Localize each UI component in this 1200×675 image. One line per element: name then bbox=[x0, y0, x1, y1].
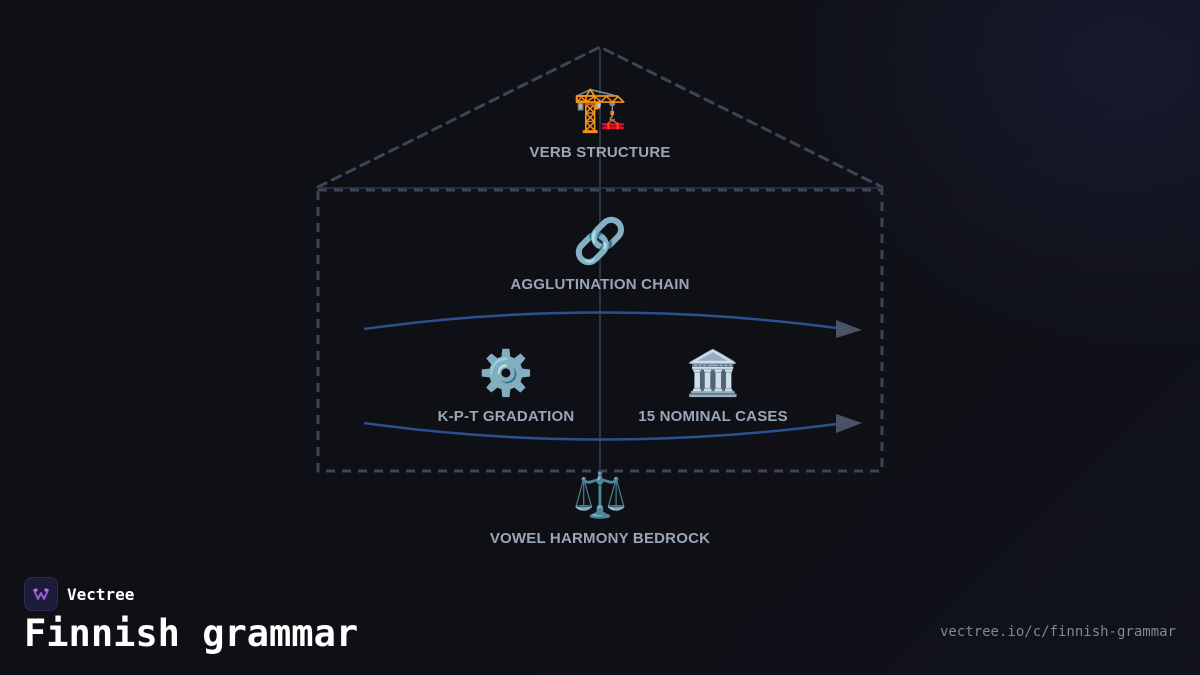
node-label-nominal-cases: 15 NOMINAL CASES bbox=[638, 408, 788, 425]
node-label-agglutination-chain: AGGLUTINATION CHAIN bbox=[510, 276, 690, 293]
lower-flow-arrow bbox=[363, 421, 845, 441]
brand-name: Vectree bbox=[67, 584, 135, 604]
upper-flow-arrow bbox=[363, 311, 845, 331]
classical-building-icon: 🏛️ bbox=[685, 348, 741, 399]
node-verb-structure: 🏗️ VERB STRUCTURE bbox=[470, 84, 730, 161]
page-title: Finnish grammar bbox=[24, 612, 359, 655]
node-label-verb-structure: VERB STRUCTURE bbox=[529, 144, 671, 161]
upper-arrowhead bbox=[836, 320, 862, 338]
node-vowel-harmony: ⚖️ VOWEL HARMONY BEDROCK bbox=[470, 470, 730, 547]
roof-outline bbox=[316, 45, 884, 189]
node-kpt-gradation: ⚙️ K-P-T GRADATION bbox=[376, 348, 636, 425]
node-nominal-cases: 🏛️ 15 NOMINAL CASES bbox=[583, 348, 843, 425]
gear-icon: ⚙️ bbox=[478, 348, 534, 399]
page-url[interactable]: vectree.io/c/finnish-grammar bbox=[939, 624, 1176, 640]
node-label-kpt-gradation: K-P-T GRADATION bbox=[437, 408, 575, 425]
vectree-logo-icon bbox=[24, 577, 58, 611]
construction-crane-icon: 🏗️ bbox=[572, 84, 628, 135]
balance-scale-icon: ⚖️ bbox=[572, 470, 628, 521]
lower-arrowhead bbox=[836, 414, 862, 433]
brand[interactable]: Vectree bbox=[24, 577, 134, 611]
node-label-vowel-harmony: VOWEL HARMONY BEDROCK bbox=[489, 530, 711, 547]
node-agglutination-chain: 🔗 AGGLUTINATION CHAIN bbox=[470, 216, 730, 293]
link-icon: 🔗 bbox=[572, 216, 628, 267]
